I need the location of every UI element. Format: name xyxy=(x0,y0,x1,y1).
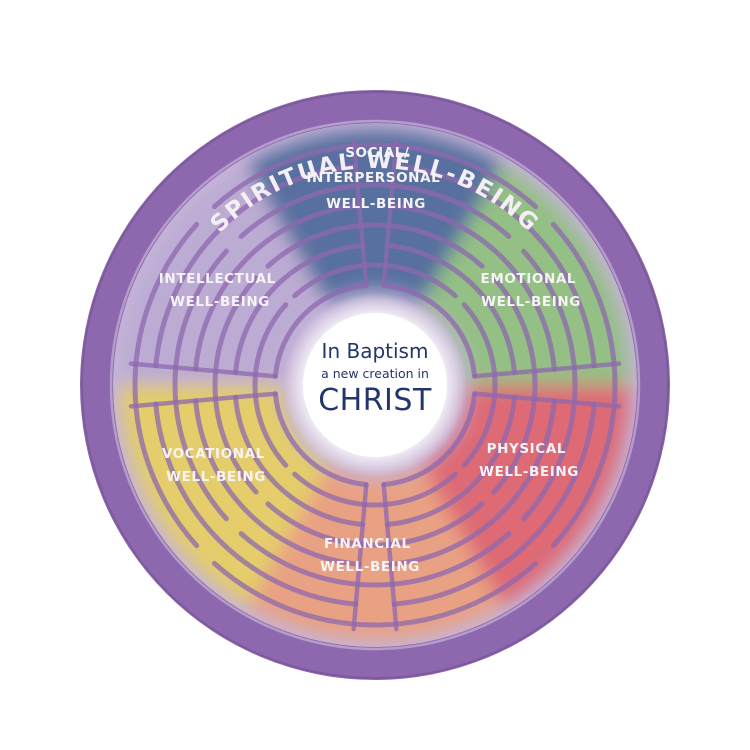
labyrinth-axis-wall xyxy=(472,361,622,379)
label-social: SOCIAL/ INTERPERSONAL WELL-BEING xyxy=(306,145,445,212)
labyrinth-ring-wall xyxy=(292,471,458,508)
labyrinth-ring-wall xyxy=(461,302,498,468)
labyrinth-ring-wall xyxy=(550,221,618,549)
labyrinth-axis-wall xyxy=(472,391,622,409)
labyrinth-ring-wall xyxy=(153,163,359,369)
labyrinth-ring-wall xyxy=(384,243,517,376)
labyrinth-ring-wall xyxy=(388,398,557,567)
labyrinth-axis-wall xyxy=(128,391,278,409)
labyrinth-ring-wall xyxy=(132,221,200,549)
labyrinth-axis-wall xyxy=(351,138,369,288)
labyrinth-ring-wall xyxy=(193,203,362,372)
labyrinth-axis-wall xyxy=(351,482,369,632)
labyrinth-axis-wall xyxy=(128,361,278,379)
labyrinth-ring-wall xyxy=(292,262,458,299)
label-emotional: EMOTIONAL WELL-BEING xyxy=(481,271,582,310)
labyrinth-ring-wall xyxy=(238,531,512,588)
labyrinth-ring-wall xyxy=(384,394,517,527)
segment-physical xyxy=(422,385,630,606)
center-text-new-creation: a new creation in xyxy=(321,366,429,381)
labyrinth-ring-wall xyxy=(272,282,369,379)
spiritual-ring-outer-line xyxy=(81,91,669,679)
labyrinth-walls xyxy=(128,138,622,632)
labyrinth-ring-wall xyxy=(491,275,538,495)
labyrinth-ring-wall xyxy=(212,275,259,495)
labyrinth-ring-wall xyxy=(252,302,289,468)
labyrinth-ring-wall xyxy=(265,501,485,548)
labyrinth-ring-wall xyxy=(391,163,597,369)
labyrinth-ring-wall xyxy=(388,203,557,372)
labyrinth-ring-wall xyxy=(272,391,369,488)
labyrinth-ring-wall xyxy=(381,282,478,379)
segment-intellectual xyxy=(120,164,328,385)
labyrinth-ring-wall xyxy=(265,222,485,269)
labyrinth-axis-wall xyxy=(381,138,399,288)
label-financial: FINANCIAL WELL-BEING xyxy=(320,536,420,575)
label-vocational: VOCATIONAL WELL-BEING xyxy=(162,446,270,485)
labyrinth-ring-wall xyxy=(391,401,597,607)
segment-vocational xyxy=(119,385,328,606)
labyrinth-ring-wall xyxy=(238,182,512,239)
labyrinth-ring-wall xyxy=(193,398,362,567)
center-circle xyxy=(303,313,447,457)
label-intellectual: INTELLECTUAL WELL-BEING xyxy=(159,271,281,310)
labyrinth-ring-wall xyxy=(233,394,366,527)
segment-emotional xyxy=(422,164,630,385)
labyrinth-ring-wall xyxy=(381,391,478,488)
labyrinth-ring-wall xyxy=(153,401,359,607)
label-physical: PHYSICAL WELL-BEING xyxy=(479,441,579,480)
labyrinth-axis-wall xyxy=(381,482,399,632)
center-text-christ: CHRIST xyxy=(318,383,432,418)
labyrinth-ring-wall xyxy=(233,243,366,376)
center-text-in-baptism: In Baptism xyxy=(322,339,429,363)
labyrinth-ring-wall xyxy=(521,248,578,522)
labyrinth-ring-wall xyxy=(211,142,539,210)
spiritual-ring-inner-line xyxy=(109,119,641,651)
labyrinth-ring-wall xyxy=(211,560,539,628)
labyrinth-ring-wall xyxy=(172,248,229,522)
